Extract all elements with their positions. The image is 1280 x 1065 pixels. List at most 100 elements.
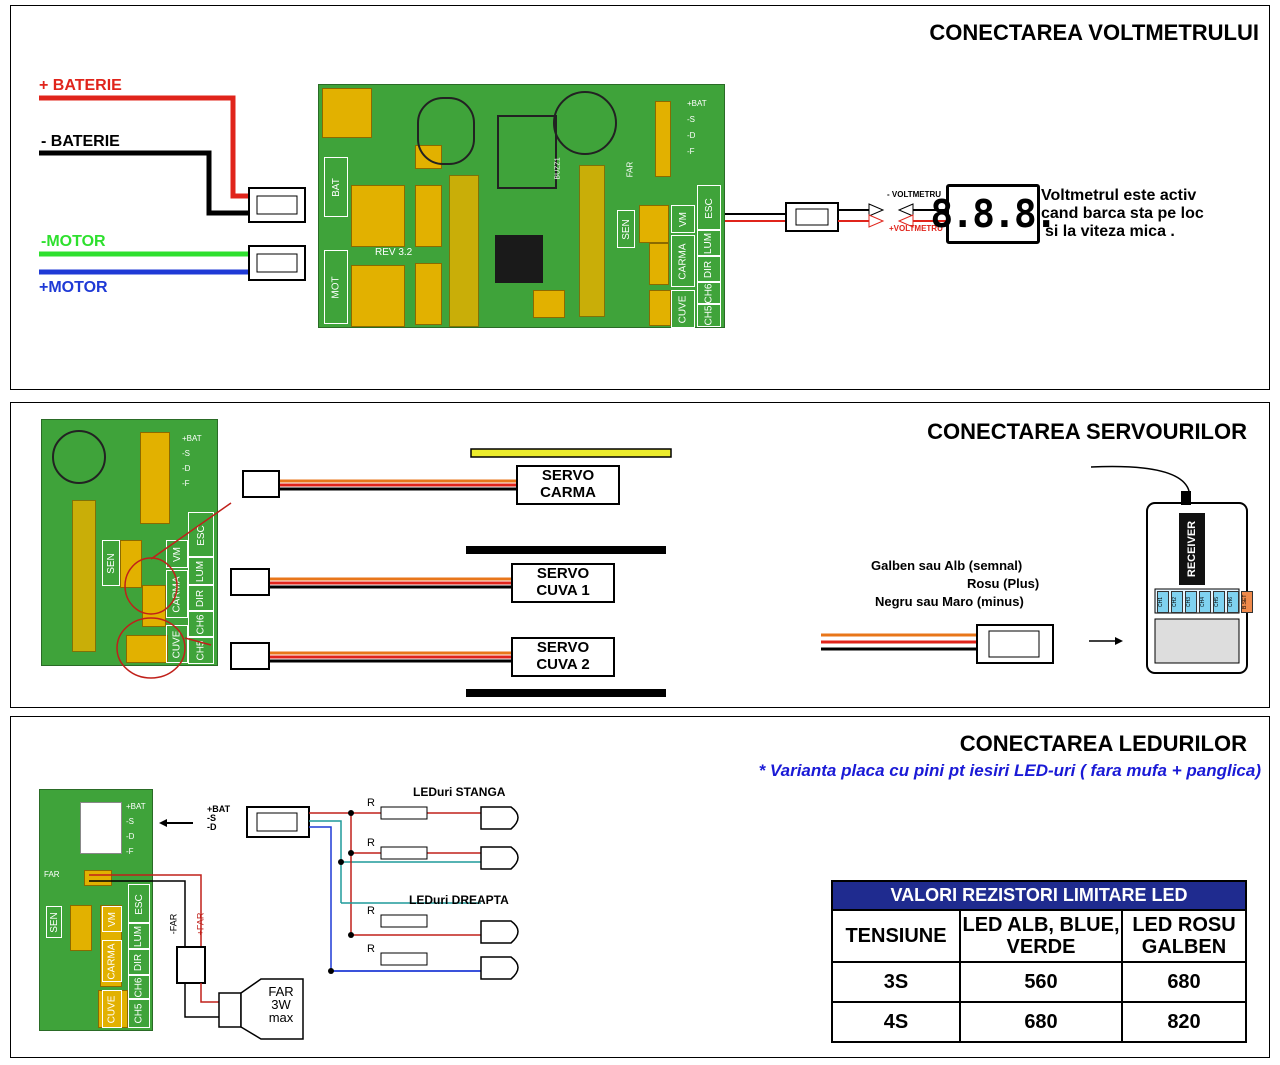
panel-title: CONECTAREA LEDURILOR	[959, 731, 1247, 756]
led-group	[380, 806, 519, 980]
panel-title: CONECTAREA SERVOURILOR	[927, 419, 1247, 444]
label-far-minus: -FAR	[168, 913, 179, 935]
servo-cable-1	[242, 470, 516, 498]
receiver-channel: CH4	[1199, 591, 1211, 613]
table-header-tensiune: TENSIUNE	[831, 909, 961, 963]
board-label-far: FAR	[44, 870, 60, 879]
label-led-right: LEDuri DREAPTA	[409, 893, 509, 907]
pin-d: -D	[207, 822, 217, 832]
servo-cuva1-line1: SERVO	[536, 565, 590, 582]
wire-legend-signal: Galben sau Alb (semnal)	[871, 558, 1023, 573]
hdr-pin-bat: +BAT	[126, 802, 146, 811]
far-lamp-line3: max	[268, 1010, 294, 1025]
board-label-far: FAR	[625, 161, 635, 178]
far-lamp-line2: 3W	[271, 997, 291, 1012]
resistor-r3: R	[367, 905, 375, 917]
table-cell: 560	[959, 961, 1123, 1003]
voltmeter-note: Voltmetrul este activ cand barca sta pe …	[1041, 187, 1204, 241]
pin-s: -S	[207, 813, 216, 823]
label-led-left: LEDuri STANGA	[413, 785, 506, 799]
table-cell: 3S	[831, 961, 961, 1003]
hdr-pin-bat: +BAT	[182, 434, 202, 443]
wire-bat-minus	[39, 150, 256, 216]
hdr-pin-s: -S	[126, 817, 134, 826]
table-title: VALORI REZISTORI LIMITARE LED	[831, 880, 1247, 911]
receiver-channel: CH3	[1185, 591, 1197, 613]
servo-carma-line2: CARMA	[540, 484, 596, 501]
resistor-r1: R	[367, 797, 375, 809]
receiver-channel: B.SET	[1241, 591, 1253, 613]
hdr-pin-f: -F	[182, 479, 190, 488]
note-line-3: si la viteza mica .	[1045, 223, 1175, 240]
mot-connector	[248, 245, 306, 281]
label-bat-plus: + BATERIE	[39, 77, 122, 94]
hdr-pin-bat: +BAT	[687, 99, 707, 108]
servo-cuva-1: SERVO CUVA 1	[511, 563, 615, 603]
board-label-esc: ESC	[703, 197, 715, 219]
receiver-channel: CH1	[1157, 591, 1169, 613]
board-label-ch6: CH6	[703, 282, 715, 304]
hdr-pin-d: -D	[126, 832, 135, 841]
table-cell: 680	[1121, 961, 1247, 1003]
led-connector-pins: +BAT -S -D	[207, 805, 230, 832]
resistor-table: VALORI REZISTORI LIMITARE LED TENSIUNE L…	[831, 880, 1247, 1043]
hdr-pin-d: -D	[182, 464, 191, 473]
hdr-pin-s: -S	[687, 115, 695, 124]
board-label-sen: SEN	[620, 218, 632, 240]
table-header-led-alb: LED ALB, BLUE, VERDE	[959, 909, 1123, 963]
board-label-vm: VM	[677, 211, 689, 227]
pcb-board: BAT MOT REV 3.2 ESC LUM DIR CH6 CH5 VM C…	[318, 84, 725, 328]
label-bat-minus: - BATERIE	[41, 133, 120, 150]
receiver-channel: CH2	[1171, 591, 1183, 613]
hdr-pin-f: -F	[687, 147, 695, 156]
note-line-1: Voltmetrul este activ	[1041, 187, 1197, 204]
servo-wiring	[116, 448, 1248, 697]
wire-legend-plus: Rosu (Plus)	[967, 576, 1040, 591]
display-digits: 8.8.8.	[930, 192, 1057, 236]
volt-connector	[785, 202, 839, 232]
servo-cuva1-line2: CUVA 1	[536, 582, 590, 599]
board-label-mot: MOT	[330, 275, 342, 299]
led-wiring	[89, 806, 519, 1040]
pcb-board-led: +BAT -S -D -F FAR ESC LUM DIR CH6 CH5 VM…	[39, 789, 153, 1031]
hdr-pin-s: -S	[182, 449, 190, 458]
board-label-ch5: CH5	[703, 304, 715, 326]
table-cell: 4S	[831, 1001, 961, 1043]
servo-carma-line1: SERVO	[541, 467, 595, 484]
receiver-channel: CH5	[1213, 591, 1225, 613]
wire-bat-plus	[39, 95, 256, 199]
bat-connector	[248, 187, 306, 223]
label-volt-plus: +VOLTMETRU	[889, 224, 943, 233]
label-volt-minus: - VOLTMETRU	[887, 190, 942, 199]
board-label-dir: DIR	[703, 260, 715, 278]
servo-cable-3	[230, 642, 516, 670]
panel-leds: CONECTAREA LEDURILOR * Varianta placa cu…	[10, 716, 1270, 1058]
servo-cuva2-line1: SERVO	[536, 639, 590, 656]
board-label-lum: LUM	[703, 232, 715, 254]
table-cell: 680	[959, 1001, 1123, 1043]
receiver-channel: CH6	[1227, 591, 1239, 613]
receiver-label: RECEIVER	[1179, 513, 1205, 585]
board-label-bat: BAT	[330, 177, 342, 197]
table-header-led-rosu: LED ROSU GALBEN	[1121, 909, 1247, 963]
voltmeter-display: 8.8.8.	[930, 184, 1058, 244]
receiver-text: RECEIVER	[1186, 520, 1198, 578]
label-motor-plus: +MOTOR	[39, 279, 108, 296]
resistor-r2: R	[367, 837, 375, 849]
board-label-carma: CARMA	[677, 242, 689, 280]
label-far-plus: +FAR	[195, 912, 206, 936]
far-lamp-label: FAR 3W max	[261, 985, 301, 1024]
board-label-buzz: BUZZ1	[554, 157, 562, 180]
servo-cable-2	[230, 568, 516, 596]
board-label-rev: REV 3.2	[375, 247, 413, 258]
wire-legend-minus: Negru sau Maro (minus)	[875, 594, 1024, 609]
servo-cuva2-line2: CUVA 2	[536, 656, 590, 673]
resistor-r4: R	[367, 943, 375, 955]
servo-carma: SERVO CARMA	[516, 465, 620, 505]
label-motor-minus: -MOTOR	[41, 233, 106, 250]
panel-subtitle: * Varianta placa cu pini pt iesiri LED-u…	[758, 761, 1261, 780]
table-cell: 820	[1121, 1001, 1247, 1043]
board-label-cuve: CUVE	[677, 295, 689, 323]
note-line-2: cand barca sta pe loc	[1041, 205, 1204, 222]
